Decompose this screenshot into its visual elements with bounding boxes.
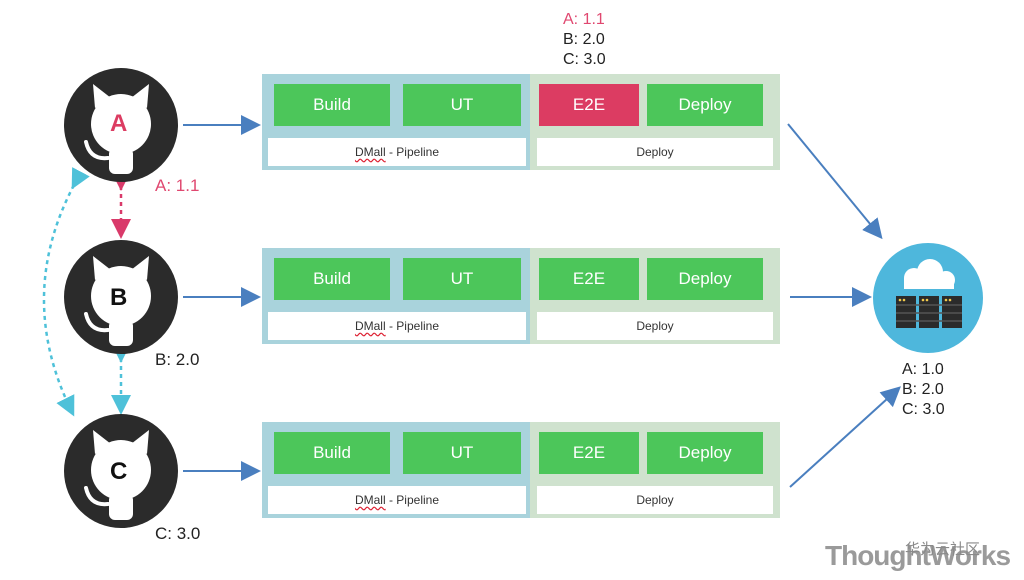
pipeline-b-deploy-label: Deploy xyxy=(537,312,773,340)
pipeline-a-version-b: B: 2.0 xyxy=(563,31,605,48)
pipeline-a-stage-deploy[interactable]: Deploy xyxy=(647,84,763,126)
pipeline-a-name-prefix: DMall xyxy=(354,145,386,159)
repo-b-icon[interactable] xyxy=(64,240,178,354)
watermark-brand: ThoughtWorks xyxy=(825,540,1011,571)
pipeline-a-stage-build[interactable]: Build xyxy=(274,84,390,126)
pipeline-b-stage-ut[interactable]: UT xyxy=(403,258,521,300)
pipeline-b-stage-e2e[interactable]: E2E xyxy=(539,258,639,300)
pipeline-b: Build UT E2E Deploy DMall - Pipeline Dep… xyxy=(262,248,780,344)
arrow-pipeline-c-to-target xyxy=(789,386,901,488)
watermark-cn: 华为云社区 xyxy=(905,541,981,558)
pipeline-c-stage-deploy[interactable]: Deploy xyxy=(647,432,763,474)
repo-a-letter: A xyxy=(110,110,128,137)
pipeline-c-name: DMall - Pipeline xyxy=(268,486,526,514)
pipeline-c: Build UT E2E Deploy DMall - Pipeline Dep… xyxy=(262,422,780,518)
repo-a-icon[interactable] xyxy=(64,68,178,182)
target-versions: A: 1.0 B: 2.0 C: 3.0 xyxy=(902,360,945,420)
repo-b-version: B: 2.0 xyxy=(155,350,200,369)
repo-c-version: C: 3.0 xyxy=(155,524,201,543)
pipeline-c-deploy-label: Deploy xyxy=(537,486,773,514)
target-version-b: B: 2.0 xyxy=(902,381,944,398)
pipeline-c-name-suffix: - Pipeline xyxy=(385,493,440,507)
pipeline-b-name-prefix: DMall xyxy=(354,319,386,333)
pipeline-a: Build UT E2E Deploy DMall - Pipeline Dep… xyxy=(262,74,780,170)
pipeline-a-stage-ut[interactable]: UT xyxy=(403,84,521,126)
target-version-a: A: 1.0 xyxy=(902,361,944,378)
pipeline-a-stage-e2e[interactable]: E2E xyxy=(539,84,639,126)
pipeline-b-name-suffix: - Pipeline xyxy=(385,319,440,333)
pipeline-a-version-a: A: 1.1 xyxy=(563,11,605,28)
pipeline-a-name-suffix: - Pipeline xyxy=(385,145,440,159)
pipeline-c-stage-e2e[interactable]: E2E xyxy=(539,432,639,474)
repo-c-icon[interactable] xyxy=(64,414,178,528)
repo-a-version: A: 1.1 xyxy=(155,176,200,195)
pipeline-b-name: DMall - Pipeline xyxy=(268,312,526,340)
pipeline-a-version-c: C: 3.0 xyxy=(563,51,606,68)
pipeline-a-name: DMall - Pipeline xyxy=(268,138,526,166)
pipeline-c-name-prefix: DMall xyxy=(354,493,386,507)
repo-c-letter: C xyxy=(110,458,128,485)
pipeline-b-stage-build[interactable]: Build xyxy=(274,258,390,300)
target-version-c: C: 3.0 xyxy=(902,401,945,418)
repo-b-letter: B xyxy=(110,284,128,311)
pipeline-c-stage-build[interactable]: Build xyxy=(274,432,390,474)
cloud-server-icon[interactable] xyxy=(873,243,983,353)
pipeline-a-deploy-label: Deploy xyxy=(537,138,773,166)
pipeline-b-stage-deploy[interactable]: Deploy xyxy=(647,258,763,300)
pipeline-c-stage-ut[interactable]: UT xyxy=(403,432,521,474)
pipeline-a-versions: A: 1.1 B: 2.0 C: 3.0 xyxy=(563,10,606,70)
arrow-pipeline-a-to-target xyxy=(787,123,883,240)
